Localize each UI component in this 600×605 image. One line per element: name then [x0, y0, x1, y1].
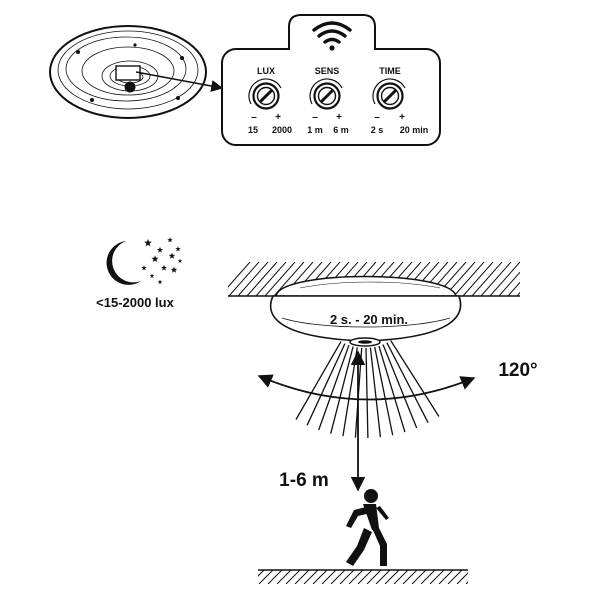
hatch-line — [393, 570, 409, 584]
time-min-label: 2 s — [371, 125, 384, 135]
hatch-line — [255, 262, 287, 296]
hatch-line — [420, 570, 436, 584]
moon-stars-icon — [106, 237, 183, 285]
sens-plus-sign: + — [336, 112, 342, 123]
hatch-line — [321, 570, 337, 584]
lux-threshold-label: <15-2000 lux — [96, 295, 174, 310]
hatch-line — [294, 570, 310, 584]
star-icon — [149, 273, 155, 279]
hatch-line — [535, 262, 565, 296]
lux-max-label: 2000 — [272, 125, 292, 135]
detection-range-label: 1-6 m — [279, 470, 329, 491]
lux-plus-sign: + — [275, 112, 281, 123]
time-max-label: 20 min — [400, 125, 429, 135]
hatch-line — [507, 281, 520, 296]
hatch-line — [465, 581, 468, 584]
detection-ray — [369, 347, 382, 438]
hatch-line — [447, 570, 463, 584]
hatch-line — [357, 570, 373, 584]
hatch-line — [411, 570, 427, 584]
hatch-line — [228, 262, 251, 288]
detection-ray — [374, 346, 394, 436]
star-icon — [161, 264, 167, 271]
hatch-line — [516, 291, 520, 296]
star-icon — [177, 258, 183, 263]
detection-ray — [306, 343, 346, 426]
hatch-line — [258, 570, 265, 577]
hatch-line — [237, 262, 269, 296]
time-knob-title: TIME — [379, 66, 401, 76]
hatch-line — [348, 570, 364, 584]
wifi-icon — [312, 21, 352, 51]
detection-angle-arrow — [257, 374, 476, 401]
hatch-line — [285, 570, 301, 584]
hatch-line — [339, 570, 355, 584]
star-icon — [168, 252, 176, 259]
sens-knob[interactable]: SENS – + 1 m 6 m — [307, 66, 349, 135]
detection-ray — [365, 347, 369, 439]
detection-ray — [295, 341, 342, 420]
hatch-line — [303, 570, 319, 584]
star-icon — [157, 246, 163, 253]
hatch-line — [375, 570, 391, 584]
hatch-line — [453, 262, 485, 296]
time-range-label: 2 s. - 20 min. — [330, 312, 408, 327]
lux-min-label: 15 — [248, 125, 258, 135]
hatch-line — [480, 262, 512, 296]
time-plus-sign: + — [399, 112, 405, 123]
walking-person-icon — [346, 489, 389, 566]
sens-max-label: 6 m — [333, 125, 349, 135]
sens-min-label: 1 m — [307, 125, 323, 135]
hatch-line — [267, 570, 283, 584]
detection-rays — [295, 340, 440, 439]
hatch-line — [526, 262, 556, 296]
lux-knob-title: LUX — [257, 66, 275, 76]
sensor-control-panel: LUX – + 15 2000 SENS – + 1 m 6 m TIME — [221, 14, 441, 146]
star-icon — [144, 238, 152, 247]
star-icon — [167, 237, 173, 243]
hatch-line — [429, 570, 445, 584]
hatch-line — [402, 570, 418, 584]
hatch-line — [312, 570, 328, 584]
detection-ray — [318, 344, 350, 431]
ceiling-lamp-top-view — [49, 25, 224, 119]
hatch-line — [276, 570, 292, 584]
detection-ray — [386, 342, 429, 423]
detection-ray — [330, 346, 354, 434]
hatch-line — [366, 570, 382, 584]
sens-knob-title: SENS — [315, 66, 340, 76]
hatch-line — [258, 570, 274, 584]
hatch-line — [498, 271, 520, 296]
lux-knob[interactable]: LUX – + 15 2000 — [248, 66, 292, 135]
hatch-line — [228, 262, 260, 296]
floor-hatching — [258, 569, 489, 584]
star-icon — [170, 266, 178, 273]
hatch-line — [456, 572, 468, 584]
detection-ray — [390, 340, 440, 417]
time-knob[interactable]: TIME – + 2 s 20 min — [371, 66, 429, 135]
hatch-line — [246, 262, 278, 296]
detection-angle-label: 120° — [498, 360, 537, 381]
lux-minus-sign: – — [251, 112, 257, 123]
star-icon — [157, 279, 163, 285]
hatch-line — [264, 262, 296, 296]
hatch-line — [475, 570, 489, 584]
time-minus-sign: – — [374, 112, 380, 123]
hatch-line — [471, 262, 503, 296]
sens-minus-sign: – — [312, 112, 318, 123]
hatch-line — [384, 570, 400, 584]
hatch-line — [438, 570, 454, 584]
star-icon — [175, 246, 181, 252]
star-icon — [151, 255, 159, 263]
hatch-line — [489, 262, 520, 296]
hatch-line — [462, 262, 494, 296]
hatch-line — [330, 570, 346, 584]
ceiling-lamp-side-view — [269, 275, 462, 347]
star-icon — [141, 265, 147, 271]
